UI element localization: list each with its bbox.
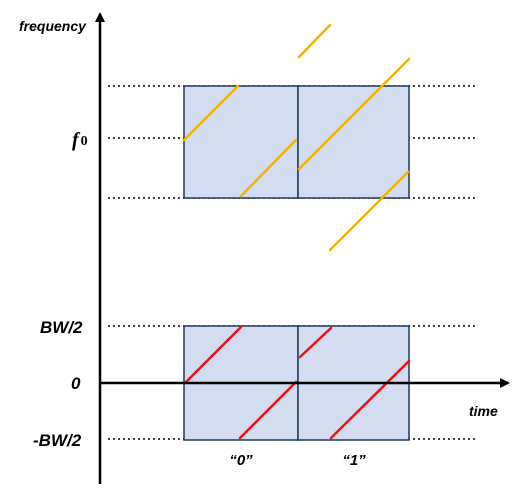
f0-label-subscript: 0: [81, 134, 88, 149]
passband-chirps: [182, 23, 411, 252]
f0-label-base: f: [72, 129, 81, 151]
zero-label: 0: [71, 374, 81, 393]
passband-box-symbol-0: [183, 85, 299, 199]
baseband-chirp-segment: [238, 380, 298, 440]
passband-chirp-segment: [297, 23, 332, 59]
passband-chirp-segment: [297, 57, 411, 171]
baseband-chirp-segment: [184, 325, 243, 384]
bw-pos-label: BW/2: [40, 318, 83, 337]
passband-chirp-segment: [328, 170, 410, 252]
symbol-1-label: “1”: [342, 452, 366, 469]
y-axis-label: frequency: [19, 18, 87, 34]
x-axis-label: time: [469, 403, 498, 419]
passband-chirp-segment: [182, 84, 240, 142]
passband-box-symbol-1: [297, 85, 410, 199]
passband-chirp-segment: [239, 138, 298, 198]
baseband-chirp-segment: [329, 359, 411, 440]
bw-neg-label: -BW/2: [33, 431, 82, 450]
passband-boxes: [183, 85, 410, 199]
baseband-chirp-segment: [298, 326, 333, 359]
symbol-0-label: “0”: [229, 452, 253, 469]
baseband-chirps: [184, 325, 411, 440]
